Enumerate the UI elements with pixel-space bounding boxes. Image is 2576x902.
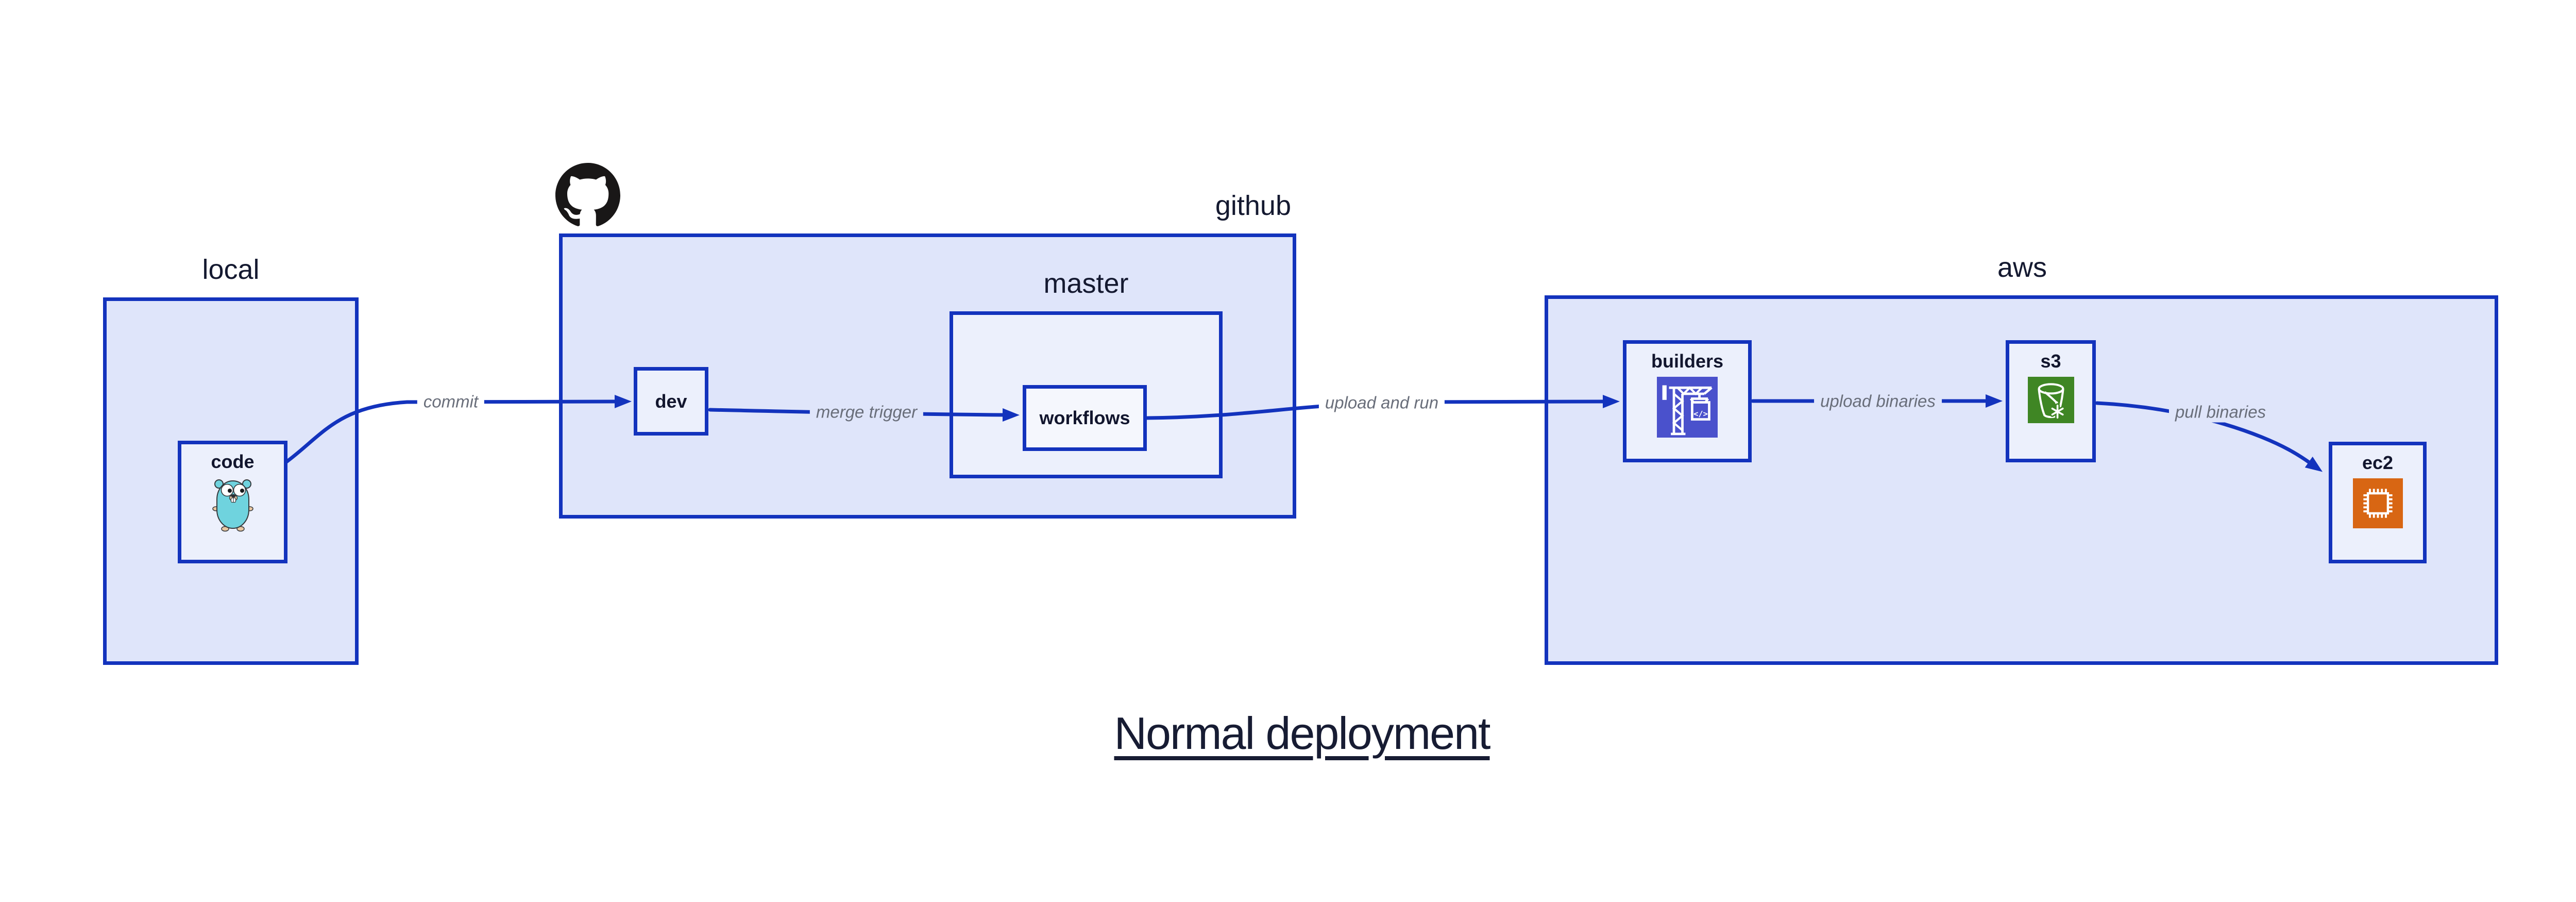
svg-text:</>: </> [1693, 409, 1708, 419]
container-github-label: github [1215, 190, 1291, 221]
container-aws-label: aws [1997, 252, 2047, 283]
edge-label-pull-binaries: pull binaries [2168, 401, 2273, 423]
node-builders-label: builders [1651, 350, 1724, 372]
node-ec2: ec2 [2329, 442, 2427, 563]
node-dev: dev [634, 367, 708, 436]
edge-label-commit: commit [417, 391, 485, 412]
go-gopher-icon [212, 479, 253, 531]
aws-codebuild-crane-icon: </> [1657, 376, 1718, 438]
node-s3: s3 [2006, 340, 2096, 462]
node-s3-label: s3 [2040, 350, 2061, 372]
edge-label-merge-trigger: merge trigger [809, 401, 924, 423]
edge-label-upload-binaries: upload binaries [1814, 390, 1942, 412]
node-code-label: code [211, 451, 255, 472]
container-local-label: local [202, 254, 260, 285]
edge-label-upload-and-run: upload and run [1318, 392, 1445, 413]
aws-ec2-chip-icon [2352, 478, 2403, 528]
node-workflows: workflows [1023, 385, 1147, 451]
node-code: code [178, 441, 287, 563]
aws-s3-bucket-icon [2027, 376, 2074, 423]
node-ec2-label: ec2 [2362, 452, 2394, 473]
node-dev-label: dev [655, 390, 687, 412]
github-octocat-icon [555, 163, 620, 228]
container-master-label: master [1043, 268, 1129, 299]
diagram-title: Normal deployment [1114, 708, 1491, 759]
node-builders: builders </> [1623, 340, 1752, 462]
node-workflows-label: workflows [1039, 407, 1130, 429]
